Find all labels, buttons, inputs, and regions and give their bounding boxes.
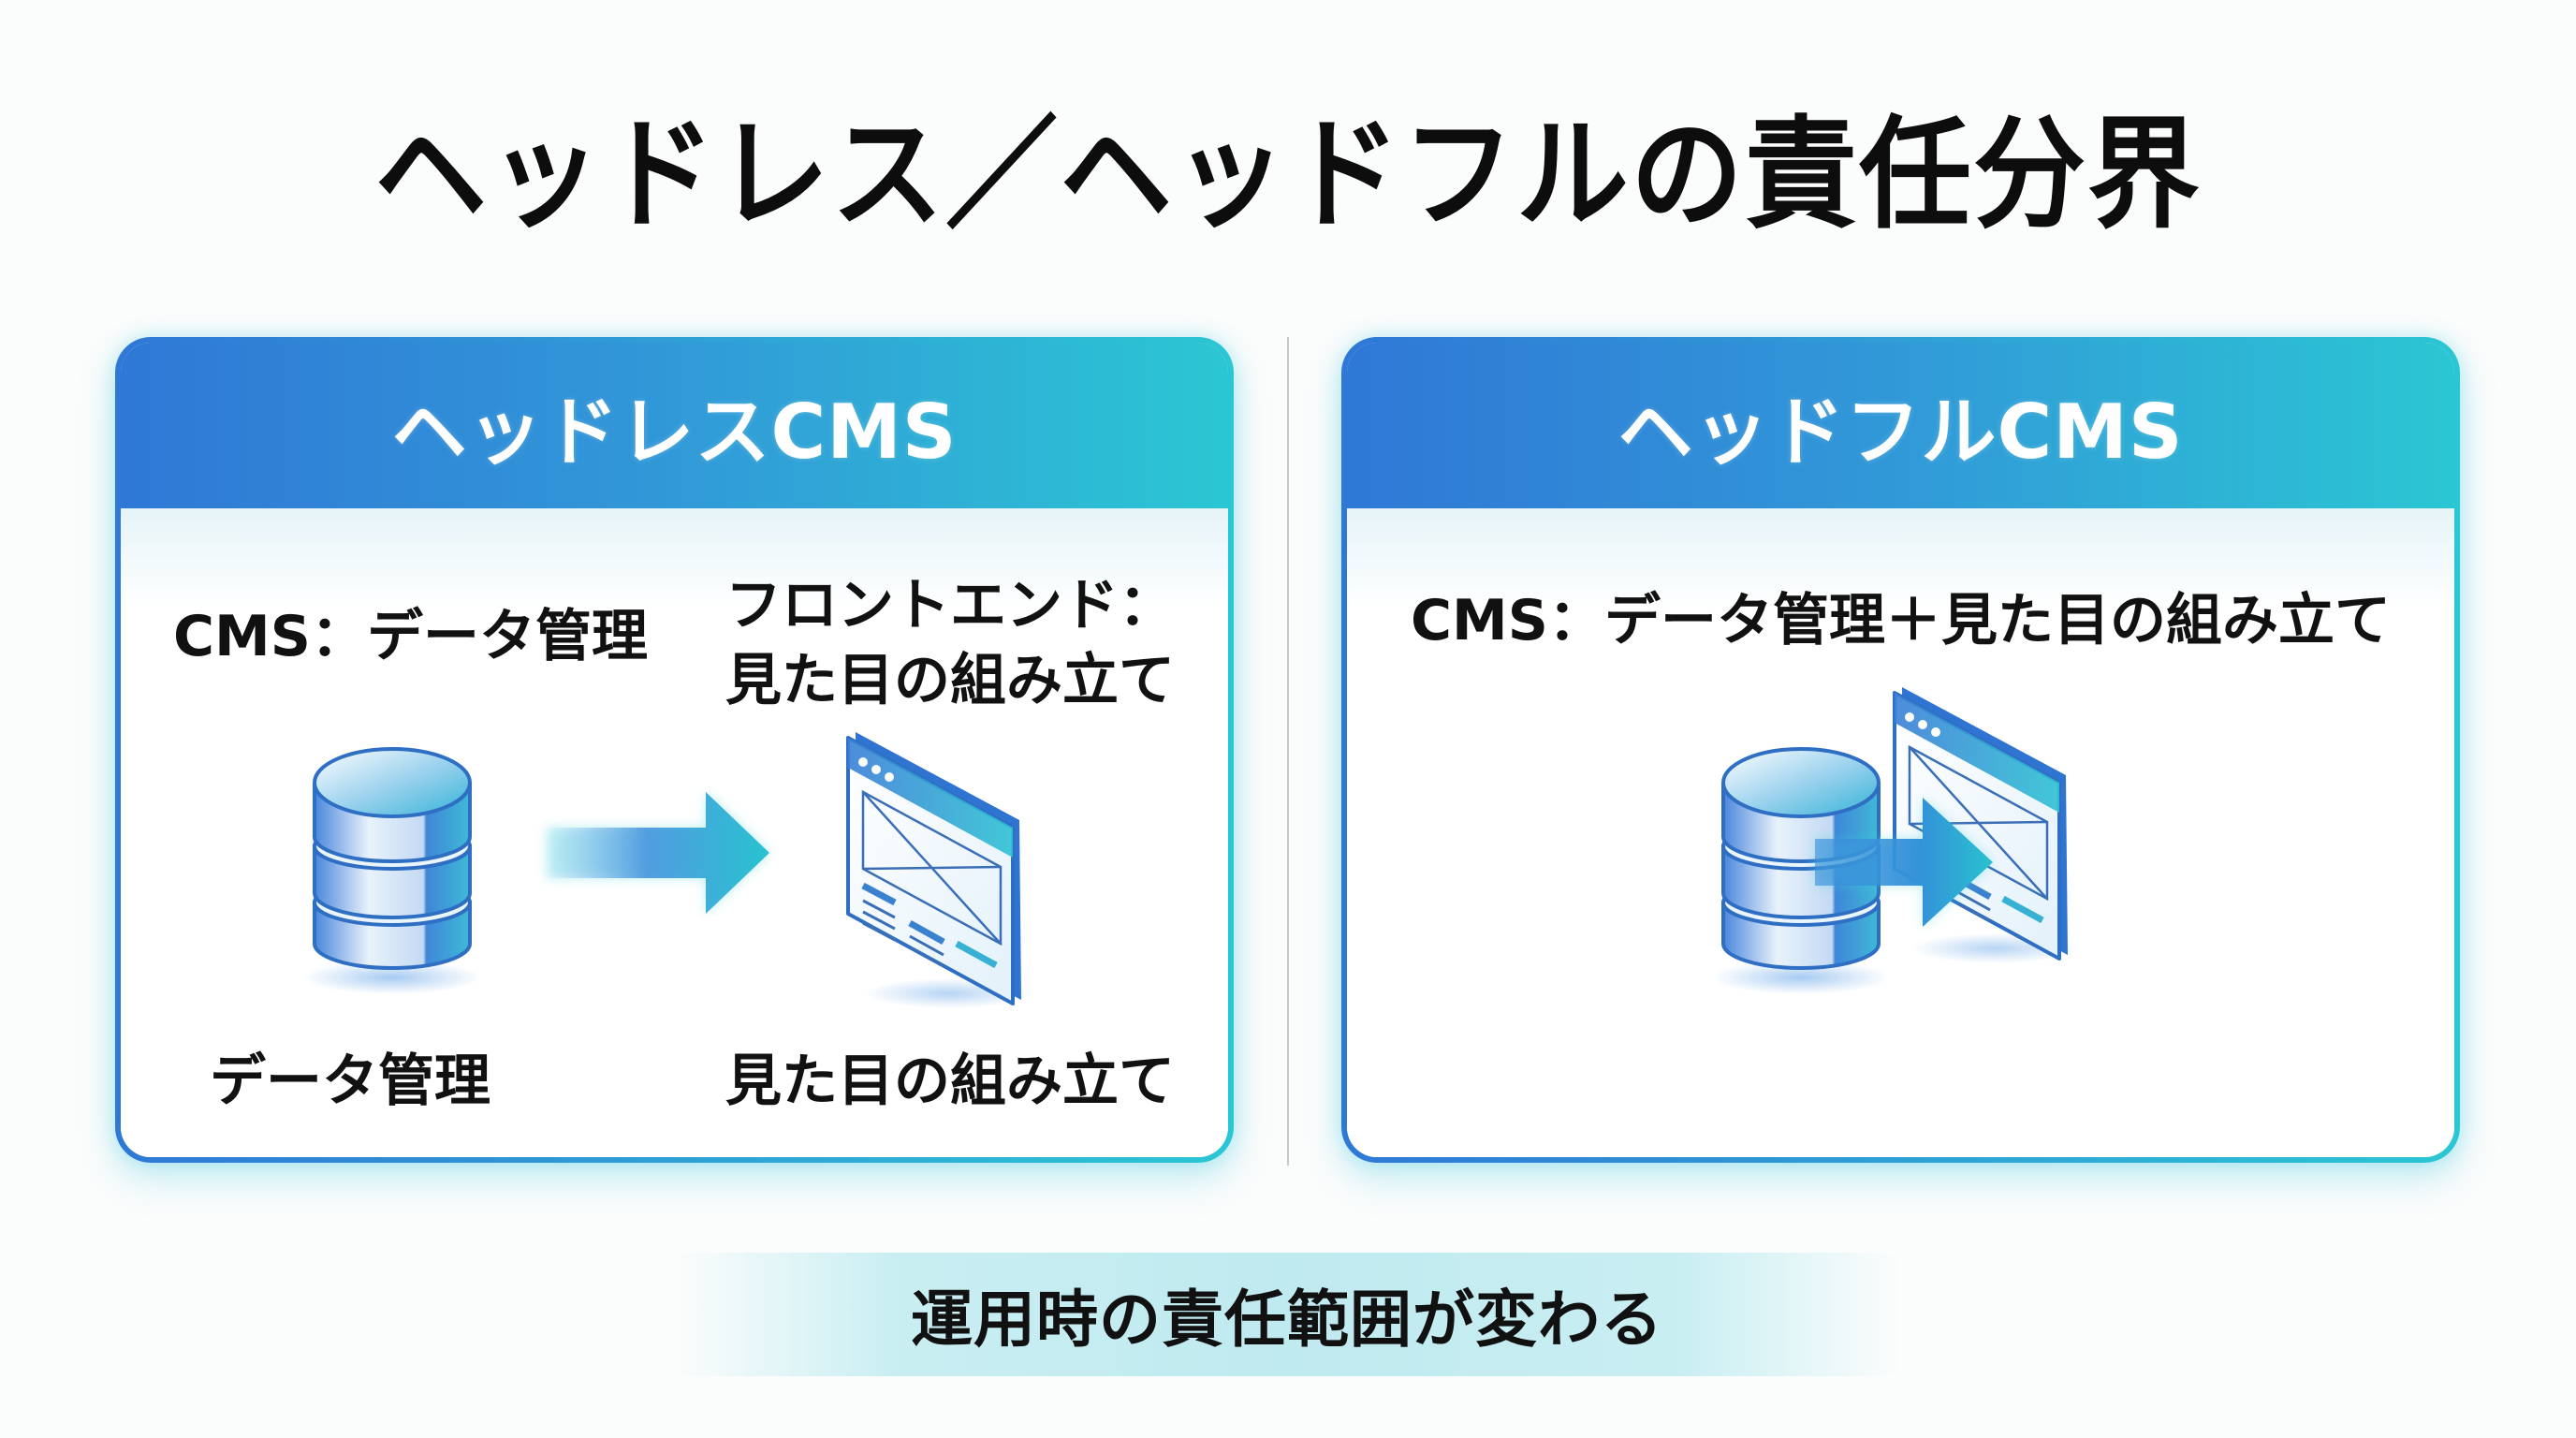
page-title: ヘッドレス／ヘッドフルの責任分界 <box>374 105 2202 246</box>
headful-panel-title: ヘッドフルCMS <box>1617 388 2184 476</box>
headless-cms-panel: ヘッドレスCMS CMS：データ管理 フロントエンド： 見た目の組み立て <box>115 337 1234 1163</box>
arrow-right-icon <box>547 792 769 914</box>
panel-divider <box>1287 337 1289 1166</box>
headless-frontend-role-line1: フロントエンド： <box>725 573 1175 638</box>
headless-frontend-role-line2: 見た目の組み立て <box>725 648 1175 713</box>
headful-panel-header: ヘッドフルCMS <box>1347 343 2454 508</box>
database-icon <box>303 747 481 994</box>
summary-text: 運用時の責任範囲が変わる <box>911 1284 1663 1356</box>
headless-panel-header: ヘッドレスCMS <box>121 343 1228 508</box>
headful-cms-panel: ヘッドフルCMS CMS：データ管理＋見た目の組み立て <box>1341 337 2460 1163</box>
headless-label-data-management: データ管理 <box>210 1049 490 1114</box>
headful-cms-role: CMS：データ管理＋見た目の組み立て <box>1411 588 2391 653</box>
headless-cms-role: CMS：データ管理 <box>173 604 648 669</box>
summary-banner: 運用時の責任範囲が変わる <box>674 1253 1900 1376</box>
headless-panel-title: ヘッドレスCMS <box>391 388 958 476</box>
headless-label-presentation: 見た目の組み立て <box>725 1049 1175 1114</box>
arrow-right-icon <box>1815 798 1993 927</box>
browser-window-icon <box>846 732 1033 1008</box>
database-icon <box>1712 747 1890 994</box>
